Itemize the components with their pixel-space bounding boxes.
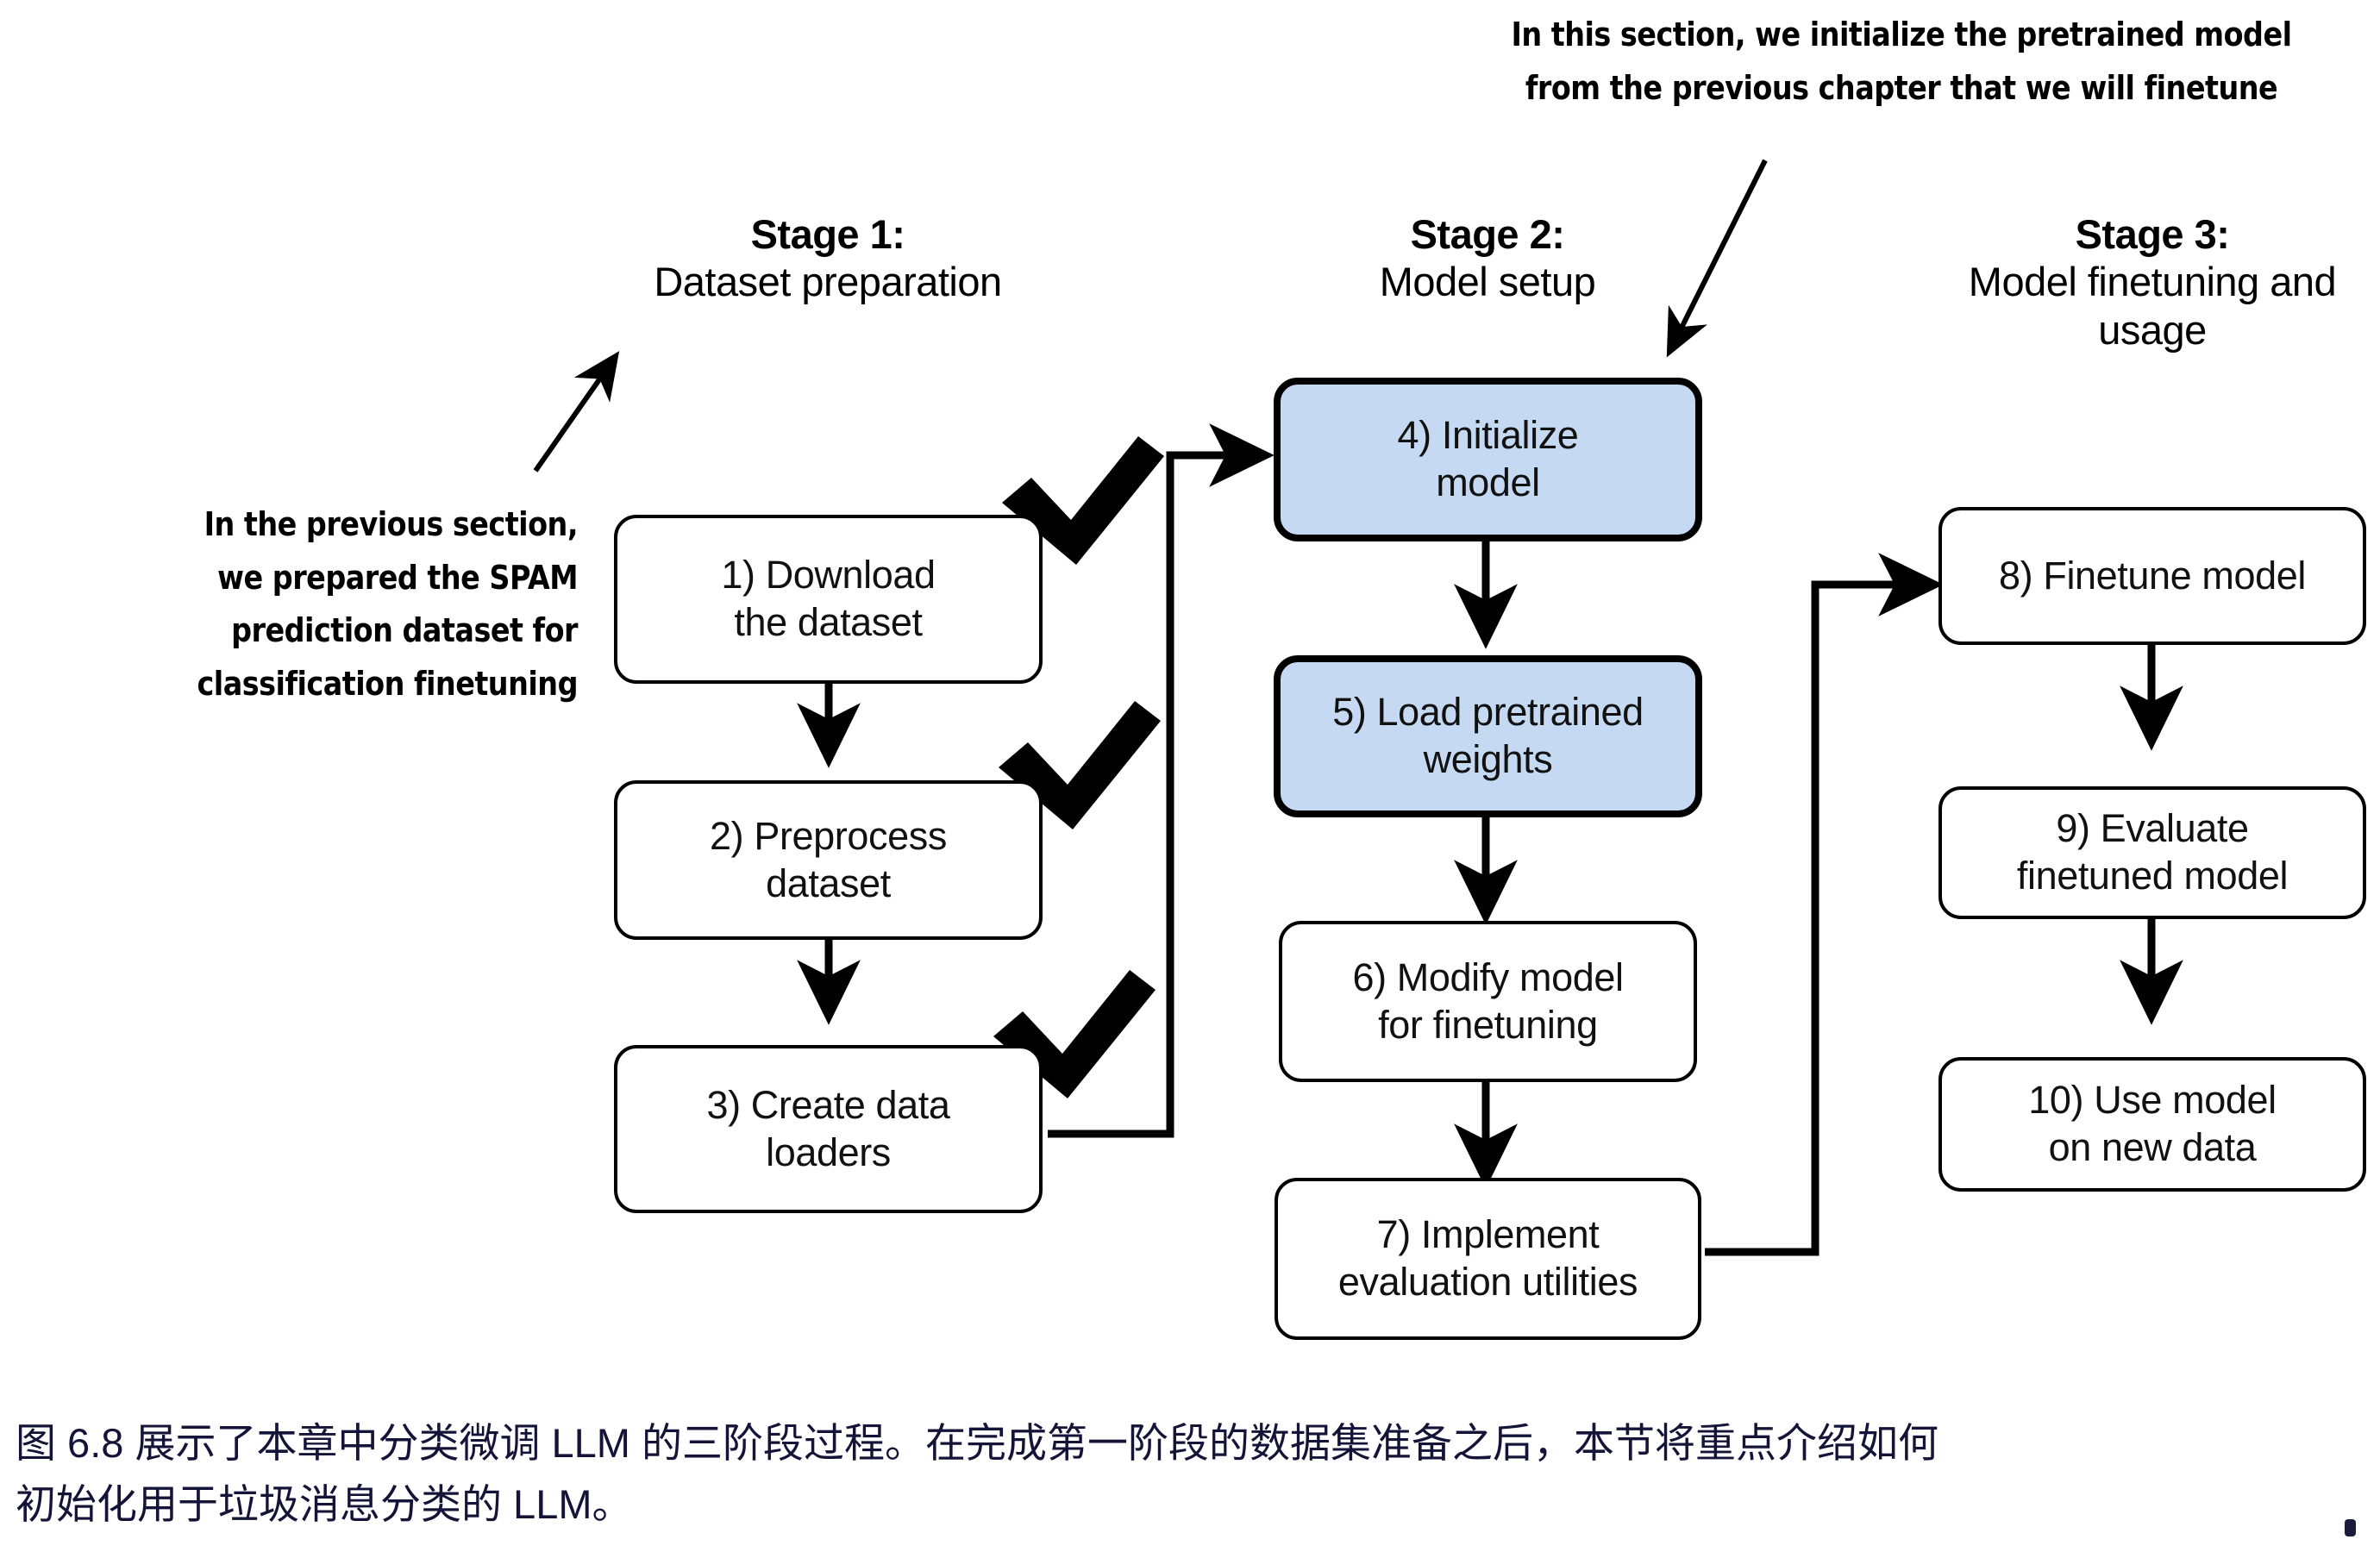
flow-node-use-model-new-data[interactable]: 10) Use model on new data (1938, 1057, 2366, 1192)
flow-node-label: 9) Evaluate finetuned model (2016, 806, 2289, 898)
flow-node-preprocess-dataset[interactable]: 2) Preprocess dataset (614, 780, 1043, 940)
flow-node-load-pretrained-weights[interactable]: 5) Load pretrained weights (1274, 655, 1702, 817)
annotation-previous-section: In the previous section, we prepared the… (197, 505, 579, 703)
figure-caption: 图 6.8 展示了本章中分类微调 LLM 的三阶段过程。在完成第一阶段的数据集准… (16, 1420, 1938, 1528)
flow-node-label: 10) Use model on new data (2028, 1078, 2277, 1169)
annotation-this-section: In this section, we initialize the pretr… (1511, 16, 2292, 107)
stage-2-subtitle: Model setup (1379, 259, 1596, 305)
flow-node-create-data-loaders[interactable]: 3) Create data loaders (614, 1045, 1043, 1213)
stage-heading-2: Stage 2: Model setup (1268, 210, 1707, 306)
flow-node-evaluate-finetuned-model[interactable]: 9) Evaluate finetuned model (1938, 786, 2366, 919)
flow-node-label: 5) Load pretrained weights (1332, 690, 1644, 781)
stage-3-subtitle: Model finetuning and usage (1968, 259, 2337, 353)
flow-node-label: 8) Finetune model (1999, 553, 2306, 598)
connector-n7-to-n8 (1705, 553, 1944, 1256)
flow-node-label: 7) Implement evaluation utilities (1337, 1212, 1638, 1304)
stage-1-title: Stage 1: (750, 211, 905, 257)
flow-node-initialize-model[interactable]: 4) Initialize model (1274, 378, 1702, 541)
flow-node-implement-eval-utilities[interactable]: 7) Implement evaluation utilities (1275, 1178, 1701, 1340)
stage-2-title: Stage 2: (1410, 211, 1565, 257)
stage-heading-3: Stage 3: Model finetuning and usage (1921, 210, 2380, 354)
flow-node-label: 2) Preprocess dataset (710, 813, 947, 905)
text-cursor (2345, 1519, 2356, 1536)
stage-heading-1: Stage 1: Dataset preparation (595, 210, 1061, 306)
annotation-arrow-left (533, 351, 620, 472)
flow-node-modify-model[interactable]: 6) Modify model for finetuning (1279, 921, 1697, 1082)
flow-node-label: 1) Download the dataset (721, 553, 936, 644)
flow-node-finetune-model[interactable]: 8) Finetune model (1938, 507, 2366, 645)
stage-3-title: Stage 3: (2075, 211, 2230, 257)
stage-1-subtitle: Dataset preparation (654, 259, 1002, 305)
flow-node-label: 3) Create data loaders (706, 1082, 950, 1174)
flow-node-download-dataset[interactable]: 1) Download the dataset (614, 515, 1043, 684)
flow-node-label: 4) Initialize model (1397, 413, 1579, 504)
connector-n3-to-n4 (1048, 423, 1275, 1138)
flow-node-label: 6) Modify model for finetuning (1352, 954, 1624, 1047)
